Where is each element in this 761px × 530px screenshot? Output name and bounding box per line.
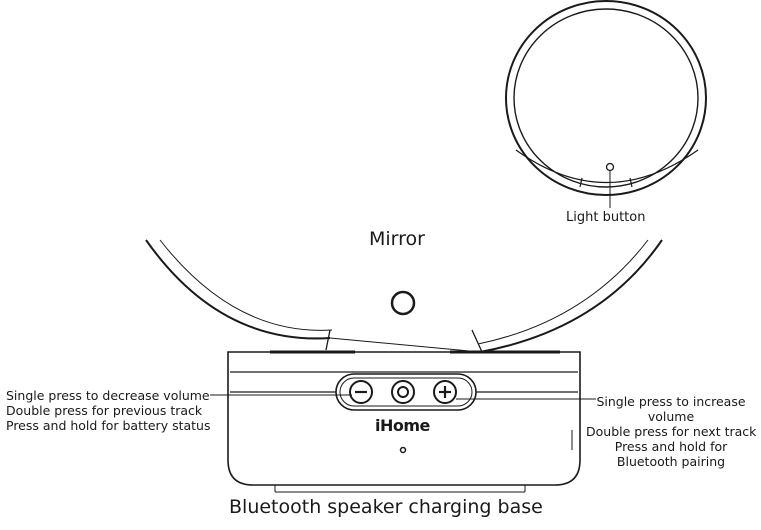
callout-line: Bluetooth pairing bbox=[616, 454, 726, 469]
mirror-light-ring-icon bbox=[390, 290, 416, 316]
volume-down-callout: Single press to decrease volume Double p… bbox=[6, 388, 210, 433]
callout-line: Press and hold for bbox=[614, 439, 728, 454]
power-icon bbox=[397, 386, 409, 398]
brand-logo: iHome bbox=[375, 416, 430, 435]
small-mirror bbox=[505, 0, 707, 208]
callout-line: volume bbox=[647, 409, 695, 424]
speaker-base bbox=[227, 350, 581, 493]
callout-line: Double press for previous track bbox=[6, 403, 203, 418]
callout-line: Single press to increase bbox=[596, 394, 746, 409]
power-button[interactable] bbox=[391, 380, 415, 404]
volume-down-button[interactable] bbox=[349, 380, 373, 404]
callout-line: Double press for next track bbox=[586, 424, 757, 439]
volume-up-callout: Single press to increase volume Double p… bbox=[586, 394, 756, 469]
speaker-base-caption: Bluetooth speaker charging base bbox=[229, 496, 543, 518]
status-led-icon bbox=[399, 446, 407, 454]
large-mirror bbox=[145, 239, 663, 353]
light-button-indicator bbox=[605, 162, 615, 172]
control-panel bbox=[335, 373, 477, 411]
callout-line: Press and hold for battery status bbox=[6, 418, 211, 433]
mirror-label: Mirror bbox=[369, 228, 425, 250]
callout-line: Single press to decrease volume bbox=[6, 388, 210, 403]
light-button-label: Light button bbox=[566, 210, 646, 225]
volume-up-button[interactable] bbox=[433, 380, 457, 404]
